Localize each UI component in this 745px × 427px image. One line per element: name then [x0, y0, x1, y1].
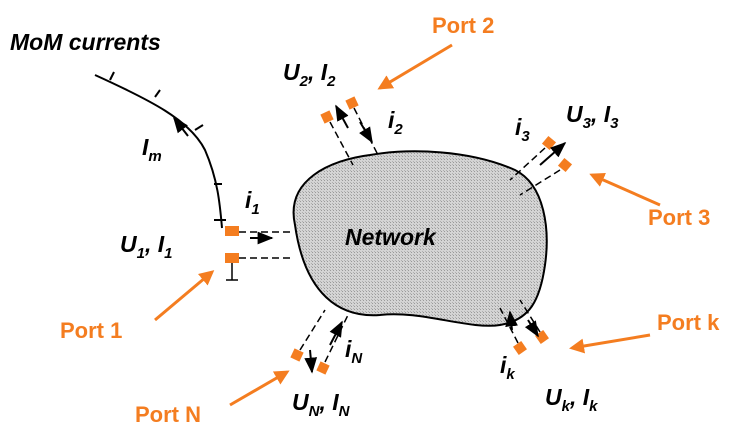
network-blob: [292, 150, 548, 327]
port-3-label: Port 3: [648, 205, 710, 230]
port-1-label: Port 1: [60, 318, 122, 343]
port-1-pointer: [154, 270, 215, 322]
port-3-pointer: [589, 172, 661, 207]
port-2-inner-current: i2: [388, 107, 403, 138]
port-2-pointer: [377, 43, 453, 90]
port-2-label: Port 2: [432, 13, 494, 38]
port-3-terminals: [509, 135, 573, 196]
port-N-inner-current: iN: [345, 336, 363, 367]
port-k-inner-current: ik: [500, 352, 515, 383]
port-N-label: Port N: [135, 402, 201, 427]
mom-wire: [94, 71, 226, 229]
network-label: Network: [345, 224, 437, 250]
port-1-terminals: [225, 226, 290, 281]
port-k-ui-label: Uk, Ik: [545, 384, 598, 415]
port-N-terminals: [290, 309, 349, 375]
wire-current-label: Im: [142, 134, 162, 165]
port-N-ui-label: UN, IN: [292, 389, 351, 420]
port-k-label: Port k: [657, 310, 720, 335]
port-3-inner-current: i3: [515, 114, 530, 145]
port-k-terminals: [499, 299, 549, 355]
port-N-pointer: [229, 370, 290, 407]
port-1-inner-current: i1: [245, 187, 260, 218]
port-k-pointer: [569, 333, 651, 354]
port-3-ui-label: U3, I3: [566, 101, 619, 132]
wire-current-arrow: [173, 116, 189, 137]
port-2-terminals: [320, 96, 379, 166]
port-1-ui-label: U1, I1: [120, 231, 172, 262]
port-2-ui-label: U2, I2: [283, 59, 336, 90]
mom-currents-title: MoM currents: [10, 29, 161, 55]
